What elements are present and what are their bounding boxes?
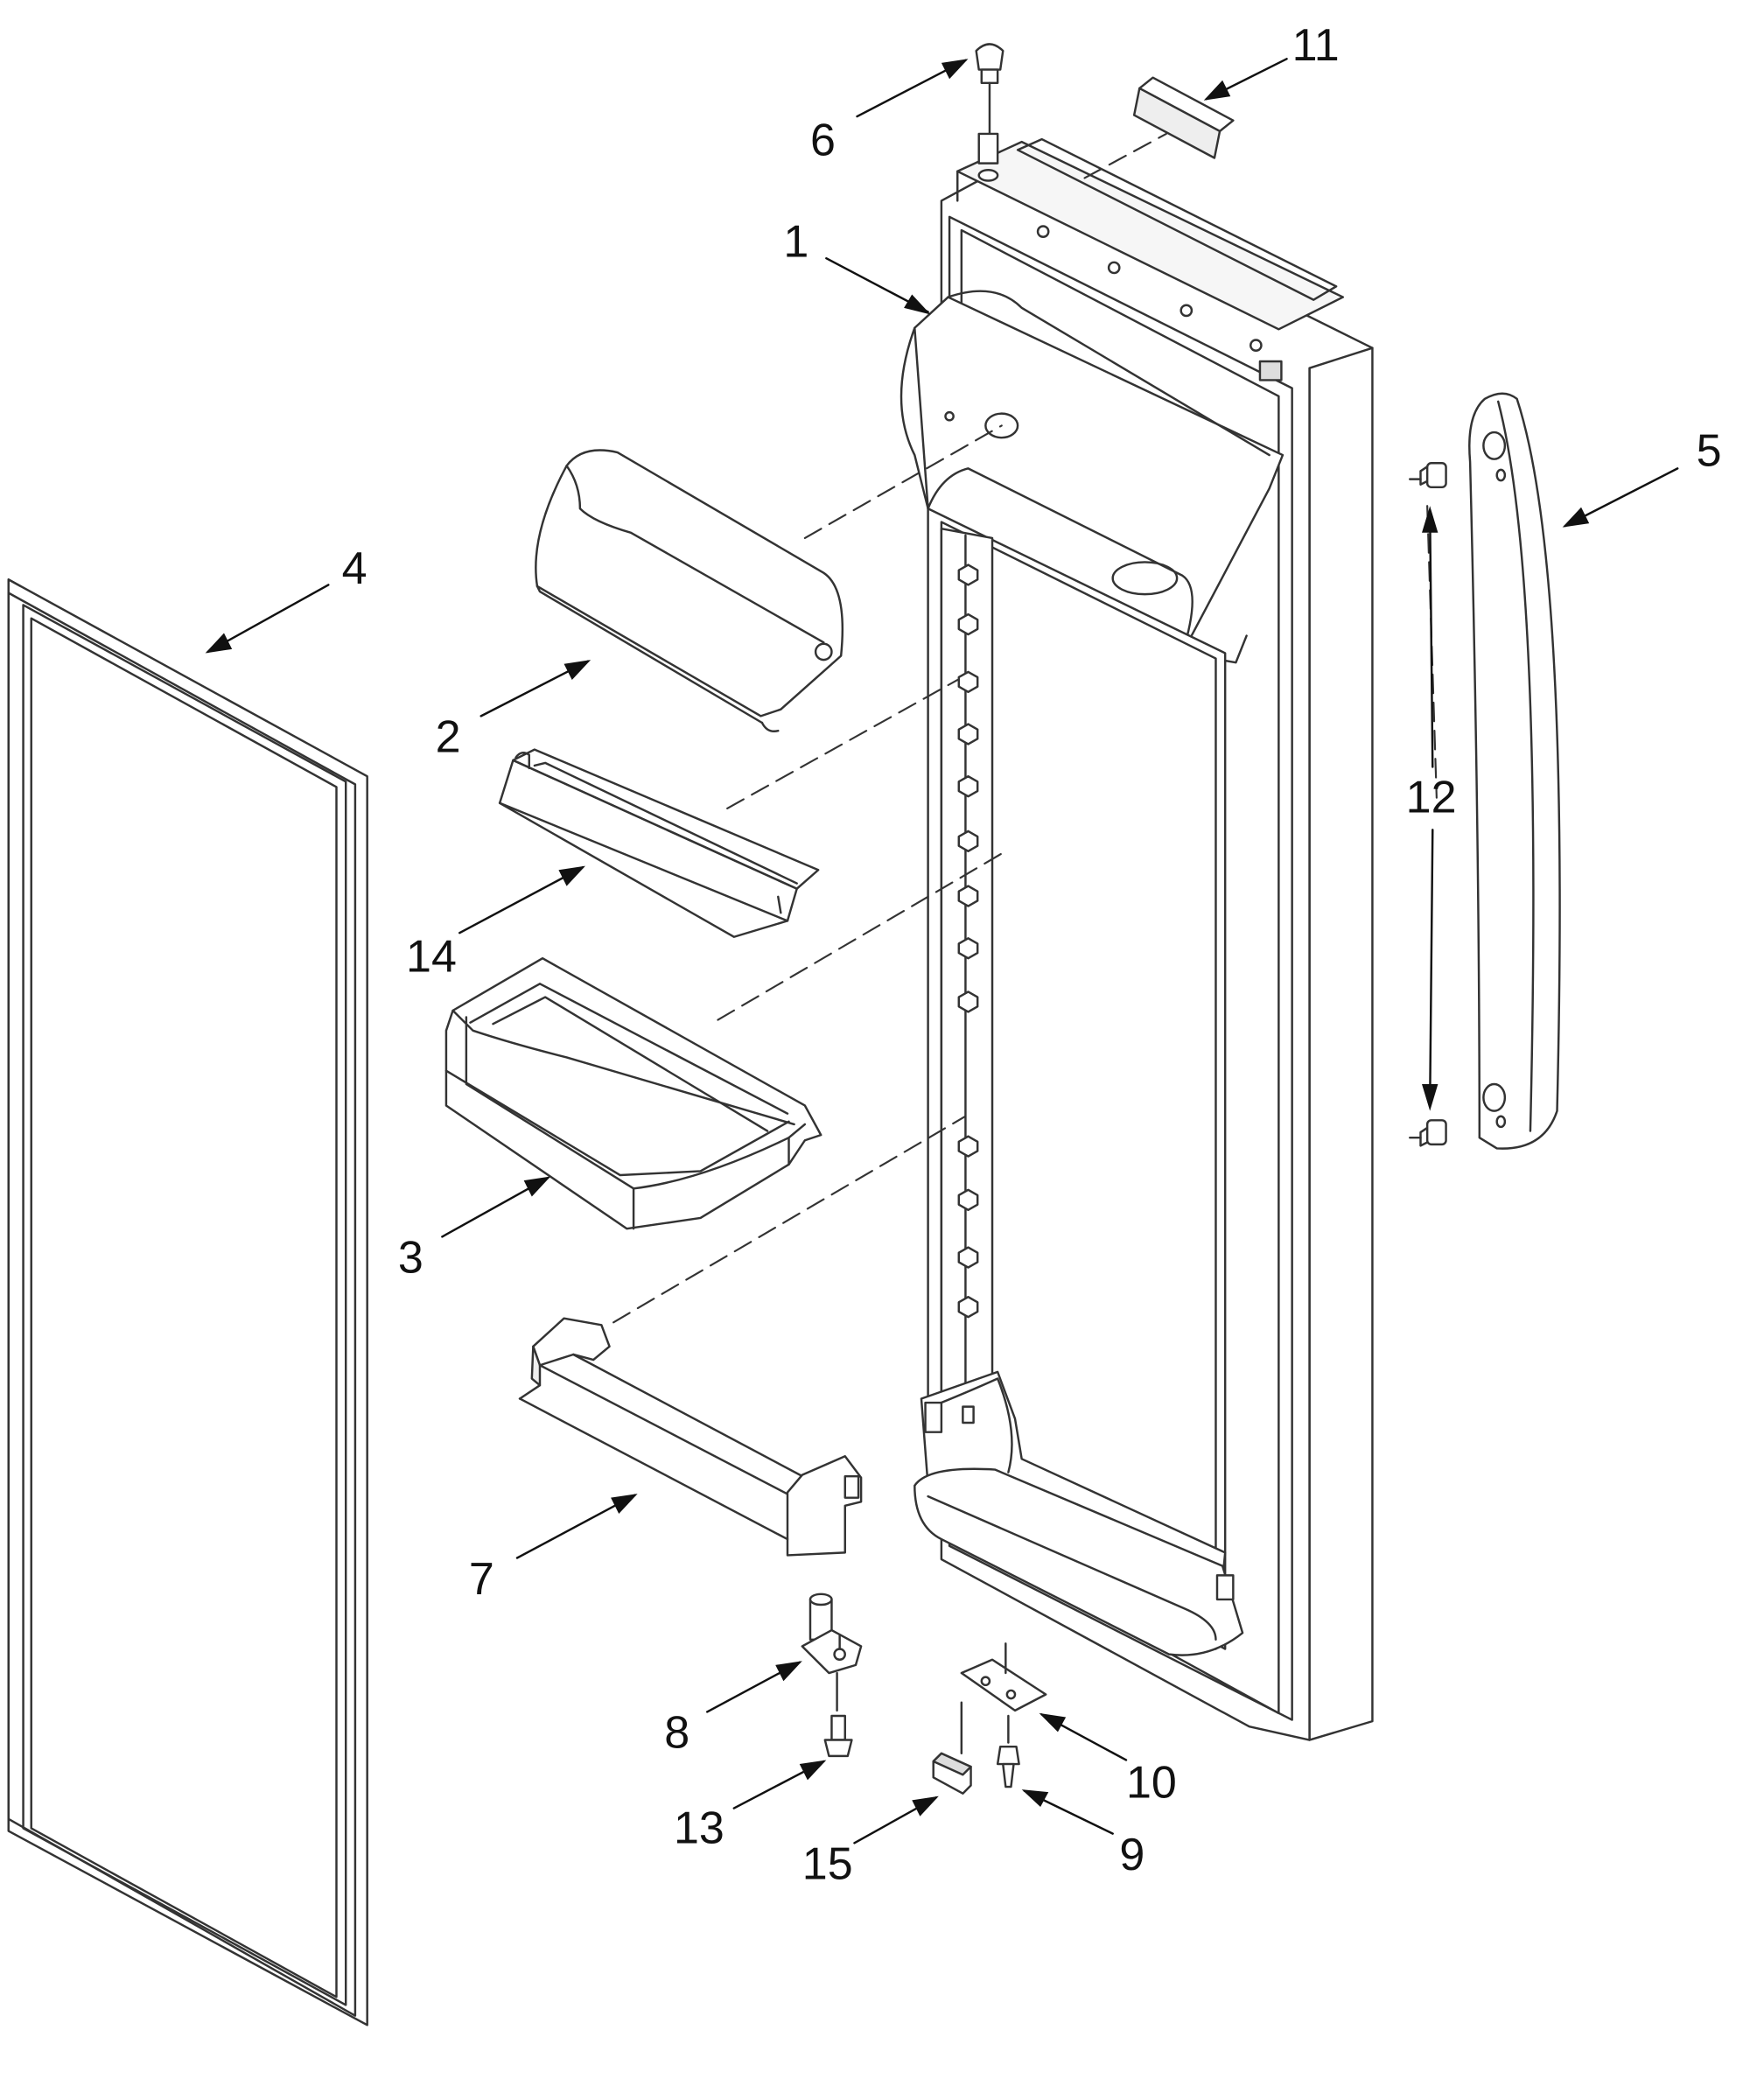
door-handle — [1468, 392, 1561, 1150]
bottom-hinge — [801, 1592, 863, 1712]
callout-13: 13 — [674, 1802, 724, 1853]
callout-1: 1 — [783, 217, 808, 268]
callout-7: 7 — [469, 1554, 494, 1605]
hinge-screw — [823, 1714, 853, 1758]
callout-10: 10 — [1126, 1757, 1177, 1808]
door-closer-cam — [932, 1752, 972, 1795]
hinge-cover — [1132, 76, 1235, 159]
leader-arrows — [205, 58, 1679, 1844]
callout-11: 11 — [1292, 20, 1340, 71]
callout-9: 9 — [1119, 1830, 1144, 1880]
hinge-bracket — [960, 1642, 1047, 1755]
door-bin — [444, 956, 822, 1230]
callout-6: 6 — [810, 115, 836, 165]
callout-labels: 1 2 3 4 5 6 7 8 9 10 11 12 13 14 15 — [342, 20, 1722, 1890]
callout-2: 2 — [436, 712, 461, 763]
callout-15: 15 — [802, 1839, 853, 1890]
door-gasket — [7, 578, 368, 2026]
callout-8: 8 — [664, 1708, 690, 1759]
wire-shelf-retainer — [498, 748, 820, 938]
callout-4: 4 — [342, 543, 368, 594]
dairy-door-cover — [535, 449, 844, 732]
callout-14: 14 — [406, 932, 457, 983]
handle-studs — [1409, 462, 1447, 1147]
door-liner — [900, 137, 1374, 1741]
screw — [996, 1745, 1020, 1788]
callout-3: 3 — [398, 1233, 424, 1284]
callout-5: 5 — [1697, 425, 1722, 476]
callout-12: 12 — [1406, 772, 1457, 822]
door-shelf-rail — [518, 1317, 863, 1557]
top-hinge-pin — [975, 43, 1004, 182]
